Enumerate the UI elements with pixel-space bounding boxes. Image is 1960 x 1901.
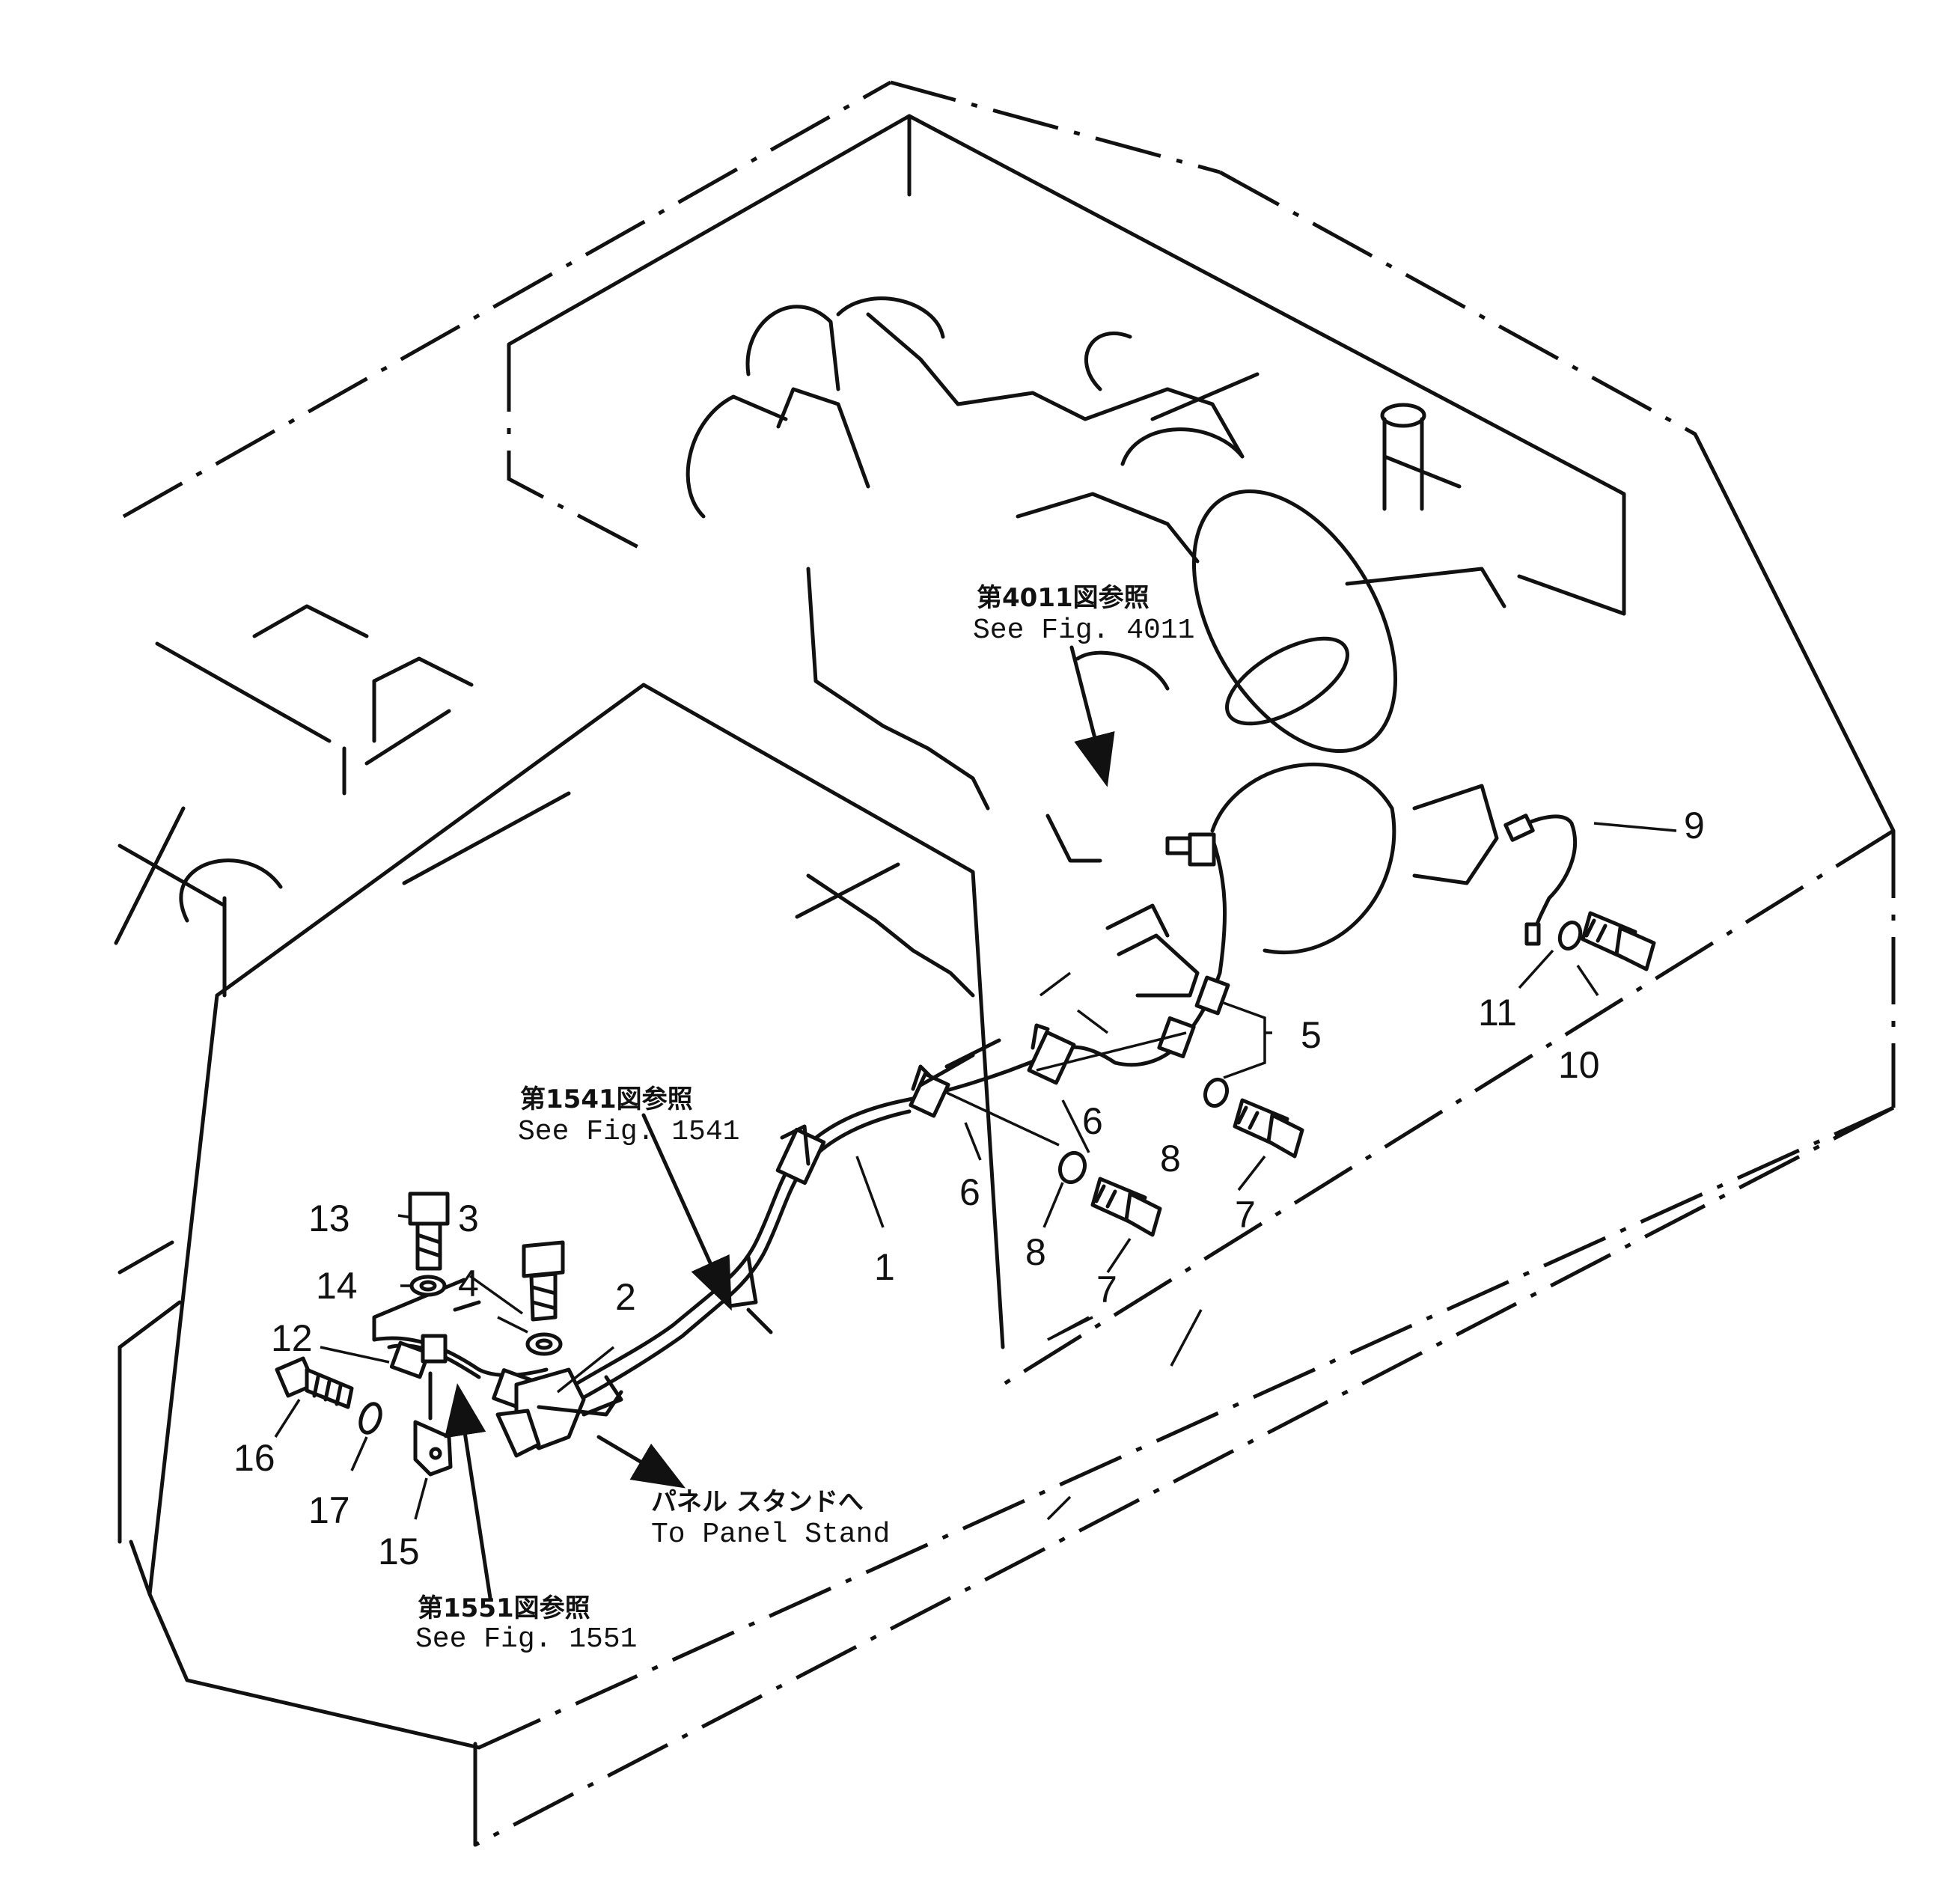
callout-7a: 7 xyxy=(1235,1194,1256,1236)
callout-14: 14 xyxy=(316,1265,358,1307)
note-panel-en: To Panel Stand xyxy=(651,1519,890,1551)
callout-15: 15 xyxy=(378,1531,420,1572)
callout-16: 16 xyxy=(233,1437,275,1479)
callout-numbers: 1 2 3 4 5 6 6 7 7 7 8 8 9 10 11 12 13 14… xyxy=(233,805,1705,1572)
reference-lines xyxy=(946,971,1187,1521)
switch-assembly xyxy=(372,1278,623,1477)
washers xyxy=(358,921,1583,1435)
callout-1: 1 xyxy=(874,1246,895,1288)
washer-8-upper xyxy=(1203,1077,1230,1108)
leader-lines xyxy=(274,822,1677,1520)
note-fig1551-jp: 第1551図参照 xyxy=(418,1593,590,1623)
bolt-16 xyxy=(275,1356,354,1409)
bolt-10 xyxy=(1581,911,1656,971)
callout-7b: 7 xyxy=(1096,1269,1117,1310)
callout-5: 5 xyxy=(1301,1014,1322,1056)
callout-6b: 6 xyxy=(959,1171,980,1213)
callout-17: 17 xyxy=(308,1489,350,1531)
callout-11: 11 xyxy=(1478,992,1517,1034)
note-fig1541-en: See Fig. 1541 xyxy=(518,1116,739,1148)
bolt-13 xyxy=(408,1191,450,1271)
note-fig1541-jp: 第1541図参照 xyxy=(520,1084,693,1114)
bolts xyxy=(275,911,1656,1409)
callout-4: 4 xyxy=(458,1263,479,1305)
reference-notes: 第4011図参照 See Fig. 4011 第1541図参照 See Fig.… xyxy=(415,583,1194,1656)
callout-2: 2 xyxy=(615,1276,636,1318)
callout-8a: 8 xyxy=(1160,1138,1181,1180)
washer-4 xyxy=(525,1332,563,1356)
callout-10: 10 xyxy=(1558,1044,1600,1086)
washer-17 xyxy=(358,1402,382,1435)
callout-13: 13 xyxy=(308,1197,350,1239)
note-fig4011-en: See Fig. 4011 xyxy=(973,614,1194,647)
tank-box xyxy=(129,683,1895,1750)
washer-14 xyxy=(409,1275,447,1297)
machine-frame xyxy=(114,80,1896,1847)
washer-11 xyxy=(1557,921,1583,950)
note-fig4011-jp: 第4011図参照 xyxy=(977,583,1150,613)
cable-9 xyxy=(1503,814,1577,946)
bolt-3 xyxy=(522,1240,565,1322)
reference-arrows xyxy=(444,645,1115,1600)
engine-compartment xyxy=(507,114,1626,616)
callout-8b: 8 xyxy=(1025,1231,1046,1273)
callout-12: 12 xyxy=(271,1317,313,1359)
note-panel-jp: パネル スタンドへ xyxy=(651,1487,864,1517)
note-fig1551-en: See Fig. 1551 xyxy=(415,1623,637,1656)
engine xyxy=(686,296,1506,998)
left-structure xyxy=(117,604,474,1275)
callout-9: 9 xyxy=(1684,805,1705,846)
callout-6a: 6 xyxy=(1082,1100,1103,1142)
bolt-7-lower xyxy=(1090,1177,1162,1237)
washer-8-lower xyxy=(1057,1150,1087,1185)
bolt-7-upper xyxy=(1233,1098,1304,1159)
callout-3: 3 xyxy=(458,1197,479,1239)
